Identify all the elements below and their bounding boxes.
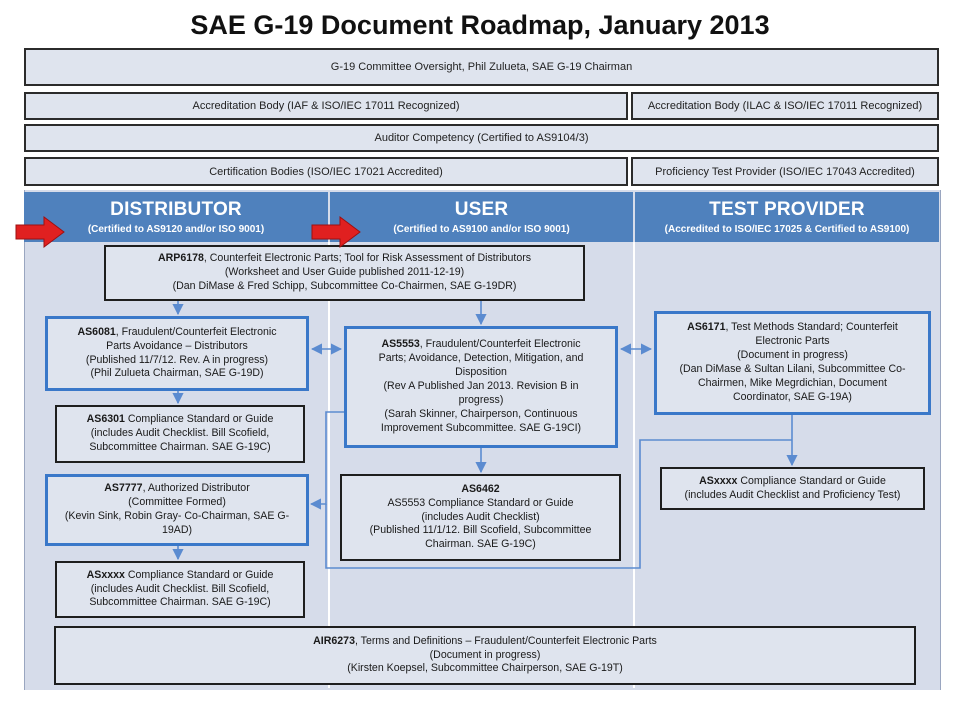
air6273-box: AIR6273, Terms and Definitions – Fraudul… <box>54 626 916 685</box>
as6301-line3: Subcommittee Chairman. SAE G-19C) <box>89 440 271 453</box>
user-column-header: USER (Certified to AS9100 and/or ISO 900… <box>330 192 633 242</box>
air6273-line3: (Kirsten Koepsel, Subcommittee Chairpers… <box>347 662 623 675</box>
as6171-line3: (Document in progress) <box>737 349 848 362</box>
as7777-box: AS7777, Authorized Distributor (Committe… <box>45 474 309 546</box>
asxxxx-test-line1: Compliance Standard or Guide <box>737 474 886 487</box>
as6462-line2: (includes Audit Checklist) <box>421 510 540 523</box>
as6462-code: AS6462 <box>461 482 500 495</box>
arp6178-line2: (Worksheet and User Guide published 2011… <box>224 266 465 279</box>
user-subheading: (Certified to AS9100 and/or ISO 9001) <box>393 224 570 235</box>
arp6178-code: ARP6178 <box>157 252 204 265</box>
as6171-line2: Electronic Parts <box>755 335 830 348</box>
oversight-label: G-19 Committee Oversight, Phil Zulueta, … <box>330 61 633 73</box>
arp6178-line1: , Counterfeit Electronic Parts; Tool for… <box>203 252 532 265</box>
column-divider-right <box>633 242 635 688</box>
as7777-line3: (Kevin Sink, Robin Gray- Co-Chairman, SA… <box>64 510 290 522</box>
auditor-competency-label: Auditor Competency (Certified to AS9104/… <box>374 132 589 144</box>
as7777-line2: (Committee Formed) <box>128 496 226 509</box>
air6273-line1: , Terms and Definitions – Fraudulent/Cou… <box>354 634 657 647</box>
as6171-line1: , Test Methods Standard; Counterfeit <box>725 321 898 334</box>
page-title: SAE G-19 Document Roadmap, January 2013 <box>190 10 770 40</box>
accreditation-ilac-label: Accreditation Body (ILAC & ISO/IEC 17011… <box>647 100 923 112</box>
as6301-line2: (includes Audit Checklist. Bill Scofield… <box>90 427 270 440</box>
asxxxx-test-box: ASxxxx Compliance Standard or Guide (inc… <box>660 467 925 510</box>
as5553-line5: progress) <box>458 393 504 406</box>
as6081-line4: (Phil Zulueta Chairman, SAE G-19D) <box>90 367 264 380</box>
proficiency-test-label: Proficiency Test Provider (ISO/IEC 17043… <box>655 165 915 178</box>
as6171-line5: Chairmen, Mike Megrdichian, Document <box>698 376 887 389</box>
as6081-box: AS6081, Fraudulent/Counterfeit Electroni… <box>45 316 309 391</box>
auditor-competency-bar: Auditor Competency (Certified to AS9104/… <box>24 124 939 152</box>
asxxxx-distributor-code: ASxxxx <box>86 568 125 581</box>
as5553-line6: (Sarah Skinner, Chairperson, Continuous <box>384 407 578 420</box>
as7777-code: AS7777 <box>104 482 143 495</box>
arp6178-line3: (Dan DiMase & Fred Schipp, Subcommittee … <box>172 279 517 292</box>
air6273-line2: (Document in progress) <box>429 648 541 661</box>
distributor-subheading: (Certified to AS9120 and/or ISO 9001) <box>87 224 265 235</box>
distributor-heading: DISTRIBUTOR <box>110 199 242 220</box>
as7777-line4: 19AD) <box>161 523 193 536</box>
as6171-code: AS6171 <box>687 321 726 334</box>
as5553-line7: Improvement Subcommittee. SAE G-19CI) <box>380 421 582 434</box>
as6462-line4: Chairman. SAE G-19C) <box>425 538 536 551</box>
as6081-line1: , Fraudulent/Counterfeit Electronic <box>115 325 277 338</box>
asxxxx-test-line2: (includes Audit Checklist and Proficienc… <box>684 488 901 501</box>
accreditation-iaf-label: Accreditation Body (IAF & ISO/IEC 17011 … <box>192 100 460 112</box>
as5553-line4: (Rev A Published Jan 2013. Revision B in <box>383 380 579 393</box>
as6171-line4: (Dan DiMase & Sultan Lilani, Subcommitte… <box>679 363 906 375</box>
as6171-line6: Coordinator, SAE G-19A) <box>733 390 852 403</box>
oversight-bar: G-19 Committee Oversight, Phil Zulueta, … <box>24 48 939 86</box>
as6462-box: AS6462 AS5553 Compliance Standard or Gui… <box>340 474 621 561</box>
as6301-line1: Compliance Standard or Guide <box>124 413 274 426</box>
as5553-line1: , Fraudulent/Counterfeit Electronic <box>419 338 581 351</box>
column-divider-left <box>328 242 330 688</box>
as6081-line3: (Published 11/7/12. Rev. A in progress) <box>85 353 269 366</box>
as6301-code: AS6301 <box>86 413 125 426</box>
test-provider-subheading: (Accredited to ISO/IEC 17025 & Certified… <box>664 224 910 235</box>
air6273-code: AIR6273 <box>313 634 355 647</box>
certification-bodies-bar: Certification Bodies (ISO/IEC 17021 Accr… <box>24 157 628 186</box>
as6301-box: AS6301 Compliance Standard or Guide (inc… <box>55 405 305 463</box>
asxxxx-distributor-line3: Subcommittee Chairman. SAE G-19C) <box>89 596 271 609</box>
as5553-box: AS5553, Fraudulent/Counterfeit Electroni… <box>344 326 618 448</box>
asxxxx-distributor-line1: Compliance Standard or Guide <box>124 568 274 581</box>
accreditation-ilac-bar: Accreditation Body (ILAC & ISO/IEC 17011… <box>631 92 939 120</box>
test-provider-heading: TEST PROVIDER <box>709 199 865 220</box>
asxxxx-distributor-box: ASxxxx Compliance Standard or Guide (inc… <box>55 561 305 618</box>
arp6178-box: ARP6178, Counterfeit Electronic Parts; T… <box>104 245 585 301</box>
as5553-code: AS5553 <box>381 338 420 351</box>
as6081-code: AS6081 <box>77 325 116 338</box>
test-provider-column-header: TEST PROVIDER (Accredited to ISO/IEC 170… <box>635 192 939 242</box>
asxxxx-test-code: ASxxxx <box>699 474 738 487</box>
as7777-line1: , Authorized Distributor <box>142 482 250 495</box>
as6462-line3: (Published 11/1/12. Bill Scofield, Subco… <box>369 524 592 537</box>
as6462-line1: AS5553 Compliance Standard or Guide <box>387 496 574 509</box>
as5553-line3: Disposition <box>455 366 507 379</box>
as6081-line2: Parts Avoidance – Distributors <box>106 339 248 352</box>
proficiency-test-bar: Proficiency Test Provider (ISO/IEC 17043… <box>631 157 939 186</box>
accreditation-iaf-bar: Accreditation Body (IAF & ISO/IEC 17011 … <box>24 92 628 120</box>
certification-bodies-label: Certification Bodies (ISO/IEC 17021 Accr… <box>209 165 443 178</box>
as6171-box: AS6171, Test Methods Standard; Counterfe… <box>654 311 931 415</box>
distributor-column-header: DISTRIBUTOR (Certified to AS9120 and/or … <box>24 192 328 242</box>
asxxxx-distributor-line2: (includes Audit Checklist. Bill Scofield… <box>90 582 270 595</box>
as5553-line2: Parts; Avoidance, Detection, Mitigation,… <box>378 352 584 365</box>
user-heading: USER <box>454 199 509 220</box>
